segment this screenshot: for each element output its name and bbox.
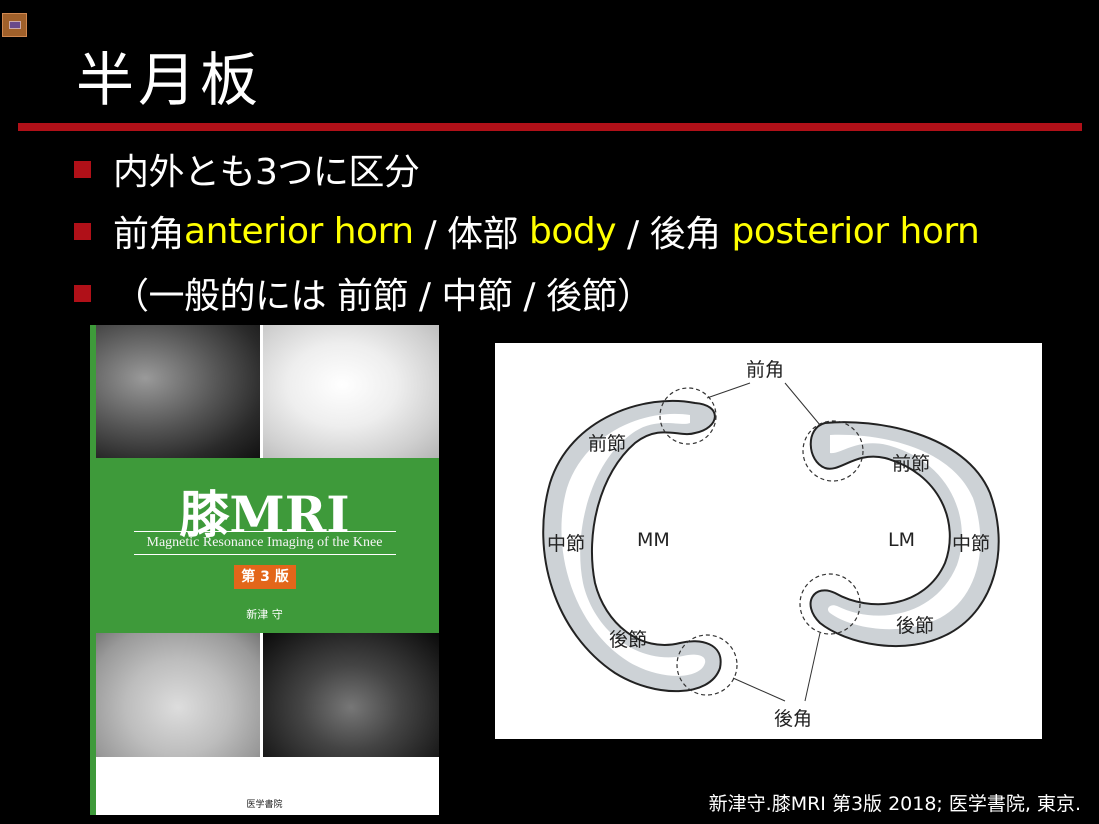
mri-coronal-image-2 bbox=[263, 633, 439, 757]
title-divider bbox=[18, 123, 1082, 131]
cover-green-panel bbox=[90, 458, 439, 633]
mri-coronal-image bbox=[96, 633, 260, 757]
book-author: 新津 守 bbox=[246, 608, 283, 621]
label-lm: LM bbox=[888, 529, 915, 551]
leader-line bbox=[706, 382, 751, 399]
mm-anterior-horn-circle bbox=[659, 387, 717, 445]
bullet-highlight: anterior horn bbox=[184, 210, 414, 252]
label-mm-anterior: 前節 bbox=[588, 433, 627, 455]
label-lm-middle: 中節 bbox=[952, 533, 991, 555]
label-lm-anterior: 前節 bbox=[892, 453, 931, 475]
book-subtitle: Magnetic Resonance Imaging of the Knee bbox=[146, 535, 383, 550]
bullet-square-icon bbox=[74, 222, 91, 240]
leader-line bbox=[732, 677, 786, 702]
mm-posterior-horn-circle bbox=[676, 634, 738, 696]
leader-line bbox=[784, 382, 821, 426]
cover-rule bbox=[134, 554, 396, 555]
bullet-text: 内外とも3つに区分 bbox=[113, 152, 420, 193]
lm-posterior-horn-circle bbox=[799, 573, 861, 635]
mri-sagittal-image bbox=[96, 325, 260, 458]
label-anterior-horn: 前角 bbox=[746, 359, 785, 381]
bullet-text-part: / 体部 bbox=[413, 214, 530, 255]
book-title: 膝MRI bbox=[179, 485, 350, 544]
bullet-text-part: / 後角 bbox=[616, 214, 732, 255]
meniscus-svg bbox=[542, 382, 1000, 702]
bullet-item: （一般的には 前節 / 中節 / 後節） bbox=[74, 262, 1094, 324]
cover-spine-bar bbox=[90, 325, 96, 815]
bullet-square-icon bbox=[74, 284, 91, 302]
slide-title: 半月板 bbox=[76, 46, 263, 114]
lm-anterior-horn-circle bbox=[802, 420, 864, 482]
bullet-highlight: posterior horn bbox=[731, 210, 980, 252]
label-mm-middle: 中節 bbox=[547, 533, 586, 555]
bullet-item: 内外とも3つに区分 bbox=[74, 138, 1094, 200]
label-mm: MM bbox=[637, 529, 670, 551]
bullet-highlight: body bbox=[529, 210, 617, 252]
bullet-text: （一般的には 前節 / 中節 / 後節） bbox=[113, 276, 653, 317]
book-cover-image: 膝MRI Magnetic Resonance Imaging of the K… bbox=[90, 325, 439, 815]
citation-text: 新津守.膝MRI 第3版 2018; 医学書院, 東京. bbox=[708, 793, 1081, 815]
meniscus-diagram: 前角 前節 前節 中節 MM LM 中節 後節 後節 後角 bbox=[495, 343, 1042, 739]
bullet-square-icon bbox=[74, 160, 91, 178]
bullet-list: 内外とも3つに区分 前角 anterior horn / 体部 body / 後… bbox=[74, 138, 1094, 324]
mri-sagittal-image-2 bbox=[263, 325, 439, 458]
cover-bottom-band bbox=[96, 757, 439, 815]
label-lm-posterior: 後節 bbox=[896, 615, 935, 637]
lateral-meniscus-inner bbox=[827, 434, 981, 630]
bullet-text-part: 前角 bbox=[113, 214, 185, 255]
book-publisher: 医学書院 bbox=[246, 800, 283, 810]
slide-menu-icon[interactable] bbox=[2, 13, 27, 37]
leader-line bbox=[804, 632, 821, 702]
label-mm-posterior: 後節 bbox=[609, 629, 648, 651]
bullet-item: 前角 anterior horn / 体部 body / 後角 posterio… bbox=[74, 200, 1094, 262]
label-posterior-horn: 後角 bbox=[774, 708, 813, 730]
edition-badge: 第 3 版 bbox=[234, 565, 296, 589]
cover-rule bbox=[134, 531, 396, 532]
